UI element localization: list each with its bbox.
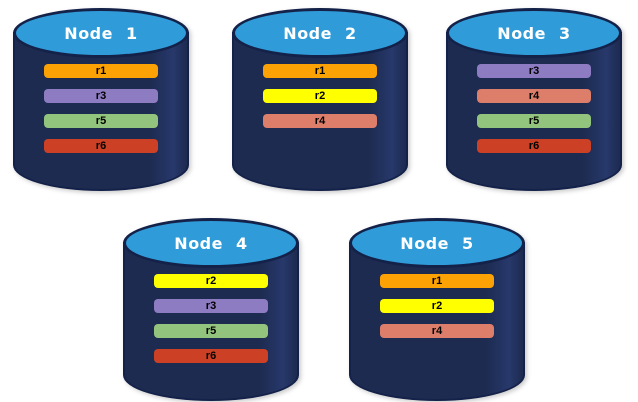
- replica-bar-r1: r1: [263, 64, 377, 78]
- cylinder-top-ellipse: Node 4: [123, 218, 299, 268]
- replica-bar-r4: r4: [380, 324, 494, 338]
- replica-list: r2 r3 r5 r6: [154, 274, 268, 363]
- node-title: Node 3: [497, 23, 571, 43]
- node-title: Node 2: [283, 23, 357, 43]
- replica-bar-r2: r2: [380, 299, 494, 313]
- replica-bar-r1: r1: [44, 64, 158, 78]
- cylinder-body: [232, 32, 408, 191]
- cylinder-top-ellipse: Node 2: [232, 8, 408, 58]
- replica-bar-r6: r6: [477, 139, 591, 153]
- replica-list: r1 r2 r4: [380, 274, 494, 338]
- cylinder-top-ellipse: Node 3: [446, 8, 622, 58]
- node-cylinder: Node 4 r2 r3 r5 r6: [123, 218, 299, 401]
- replica-list: r1 r3 r5 r6: [44, 64, 158, 153]
- replica-list: r3 r4 r5 r6: [477, 64, 591, 153]
- replica-bar-r6: r6: [154, 349, 268, 363]
- node-cylinder: Node 2 r1 r2 r4: [232, 8, 408, 191]
- replica-bar-r3: r3: [154, 299, 268, 313]
- replica-bar-r2: r2: [263, 89, 377, 103]
- replica-bar-r3: r3: [477, 64, 591, 78]
- cylinder-body: [13, 32, 189, 191]
- replica-list: r1 r2 r4: [263, 64, 377, 128]
- node-title: Node 5: [400, 233, 474, 253]
- cylinder-body: [123, 242, 299, 401]
- cylinder-top-ellipse: Node 5: [349, 218, 525, 268]
- node-title: Node 1: [64, 23, 138, 43]
- cylinder-body: [349, 242, 525, 401]
- replica-bar-r1: r1: [380, 274, 494, 288]
- replica-bar-r5: r5: [44, 114, 158, 128]
- replica-bar-r4: r4: [477, 89, 591, 103]
- replica-bar-r5: r5: [477, 114, 591, 128]
- replica-bar-r3: r3: [44, 89, 158, 103]
- node-title: Node 4: [174, 233, 248, 253]
- cylinder-top-ellipse: Node 1: [13, 8, 189, 58]
- replica-bar-r2: r2: [154, 274, 268, 288]
- replica-bar-r6: r6: [44, 139, 158, 153]
- replica-bar-r5: r5: [154, 324, 268, 338]
- replica-bar-r4: r4: [263, 114, 377, 128]
- node-cylinder: Node 5 r1 r2 r4: [349, 218, 525, 401]
- node-cylinder: Node 3 r3 r4 r5 r6: [446, 8, 622, 191]
- cylinder-body: [446, 32, 622, 191]
- node-cylinder: Node 1 r1 r3 r5 r6: [13, 8, 189, 191]
